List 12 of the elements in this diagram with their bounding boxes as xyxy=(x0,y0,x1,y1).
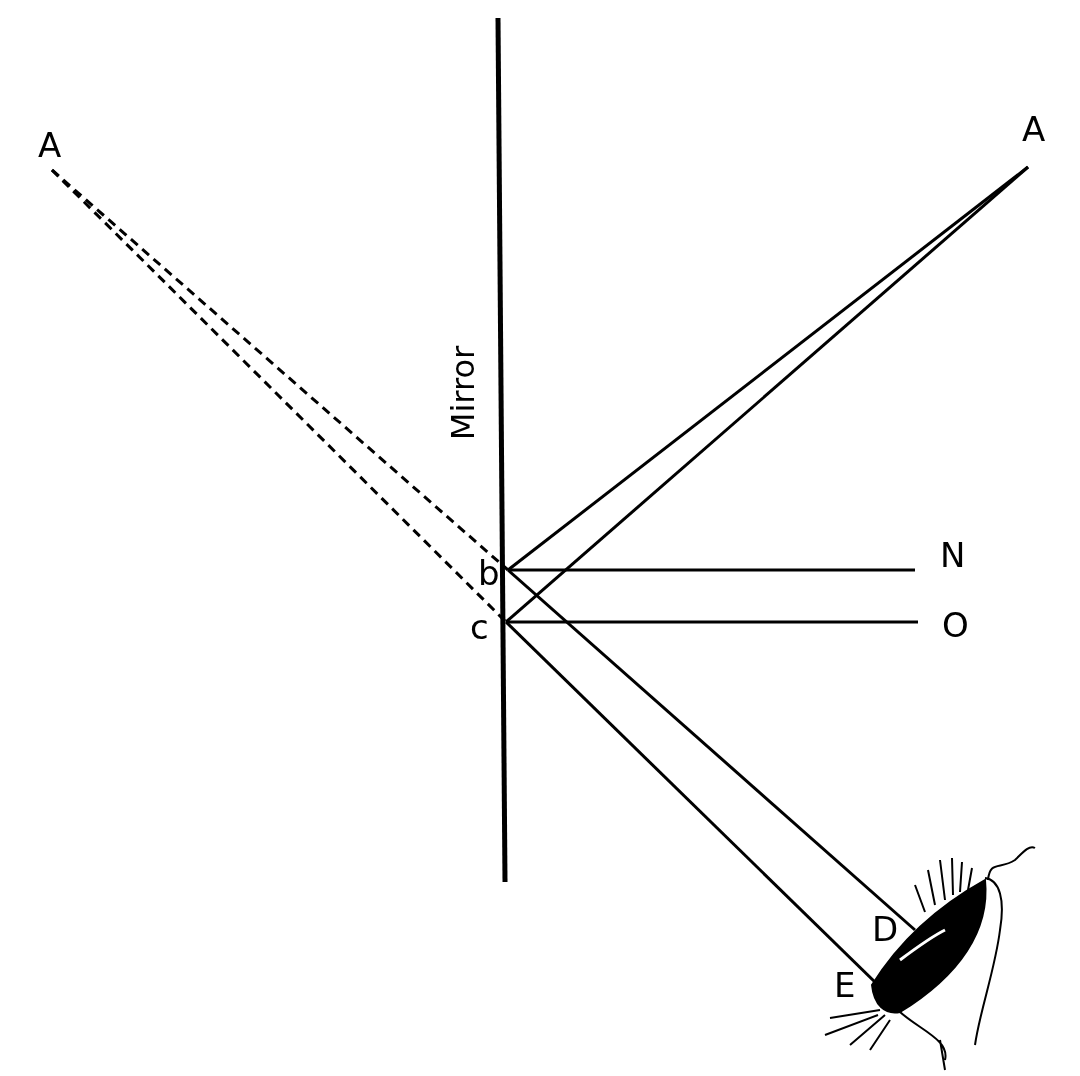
ray-line xyxy=(508,568,915,572)
point-label: O xyxy=(942,608,969,642)
ray-line xyxy=(506,620,918,624)
point-label: c xyxy=(470,610,489,644)
point-label: E xyxy=(834,968,856,1002)
point-label: A xyxy=(38,128,62,162)
ray-line xyxy=(507,568,916,932)
mirror-label: Mirror xyxy=(446,345,481,441)
point-label: A xyxy=(1022,112,1046,146)
point-label: b xyxy=(478,556,500,590)
point-label: N xyxy=(940,538,966,572)
point-label: D xyxy=(872,912,899,946)
